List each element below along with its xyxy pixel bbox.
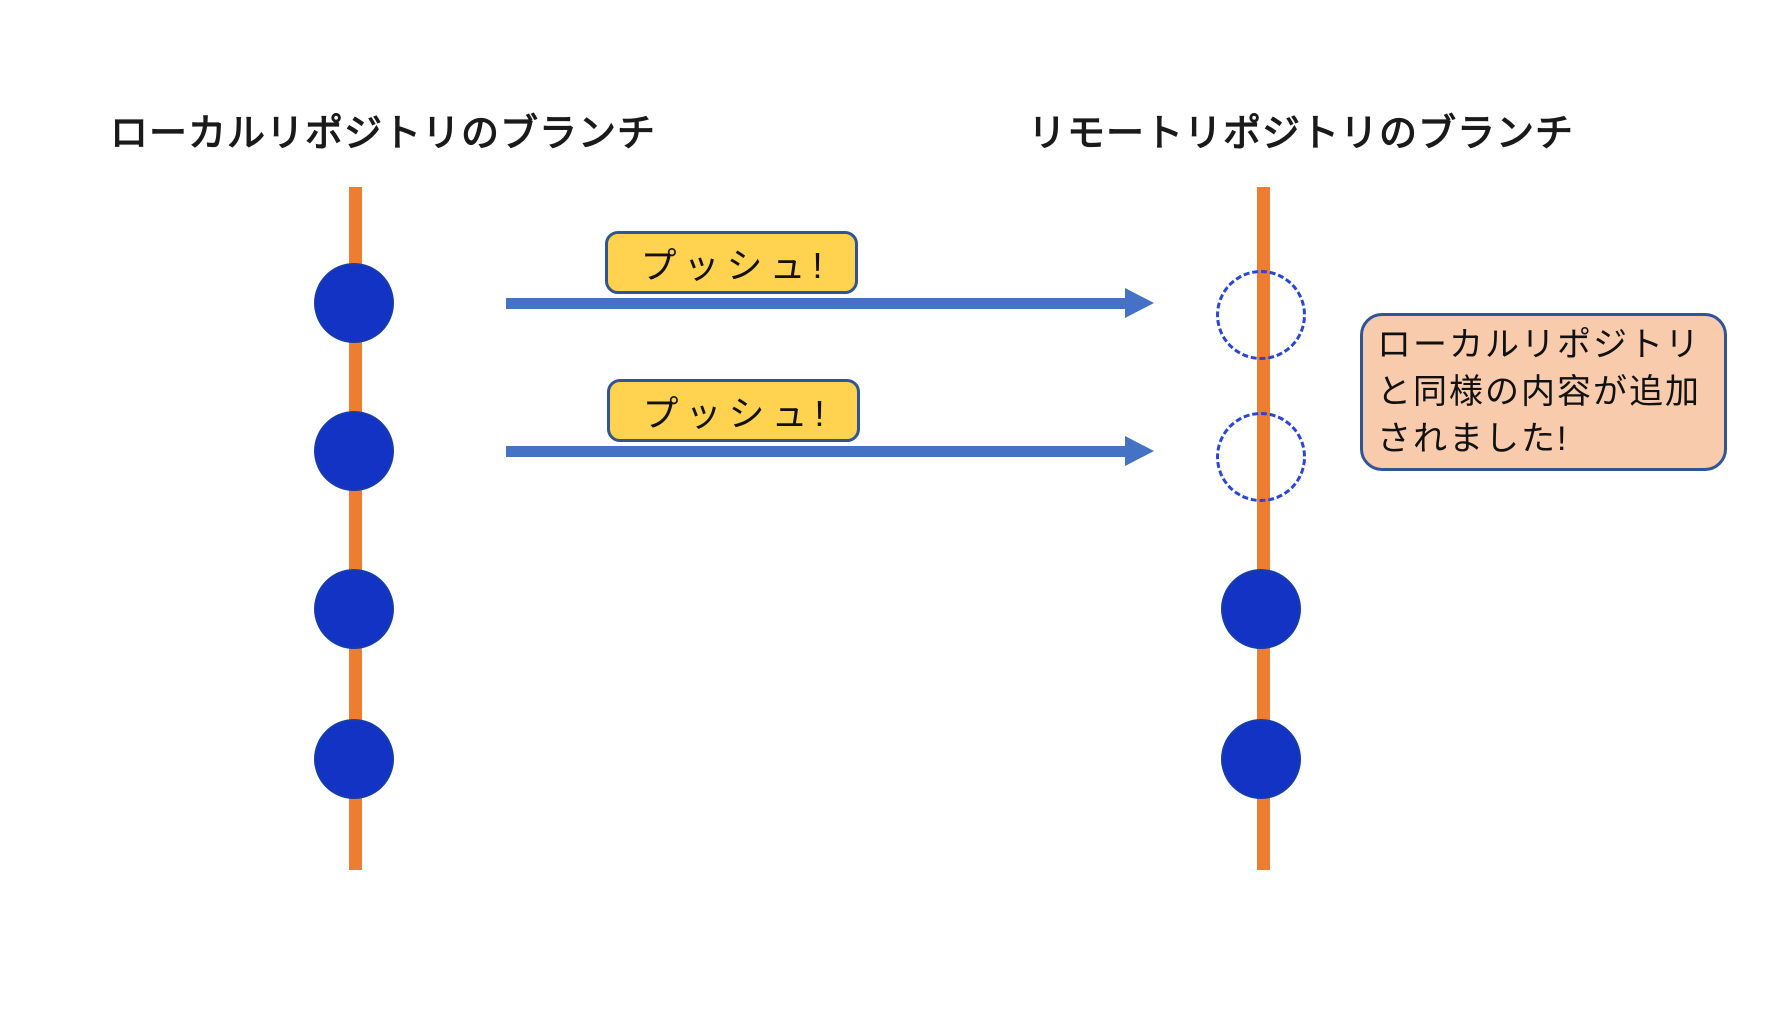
remote-branch-title: リモートリポジトリのブランチ [1028, 113, 1575, 155]
commit-node [314, 569, 394, 649]
commit-node [1221, 569, 1301, 649]
push-label-badge: プッシュ! [607, 379, 860, 442]
callout-text: ローカルリポジトリ と同様の内容が追加 されました! [1377, 325, 1701, 458]
push-arrow [506, 446, 1125, 457]
commit-node [314, 411, 394, 491]
arrow-head-icon [1125, 436, 1154, 466]
callout-bubble: ローカルリポジトリ と同様の内容が追加 されました! [1360, 313, 1727, 471]
commit-node [1221, 719, 1301, 799]
commit-node [314, 719, 394, 799]
arrow-head-icon [1125, 288, 1154, 318]
pending-commit-placeholder [1216, 270, 1306, 360]
commit-node [314, 263, 394, 343]
local-branch-line [349, 187, 362, 870]
push-label-badge: プッシュ! [605, 231, 858, 294]
pending-commit-placeholder [1216, 412, 1306, 502]
push-arrow [506, 298, 1125, 309]
local-branch-title: ローカルリポジトリのブランチ [110, 113, 657, 155]
